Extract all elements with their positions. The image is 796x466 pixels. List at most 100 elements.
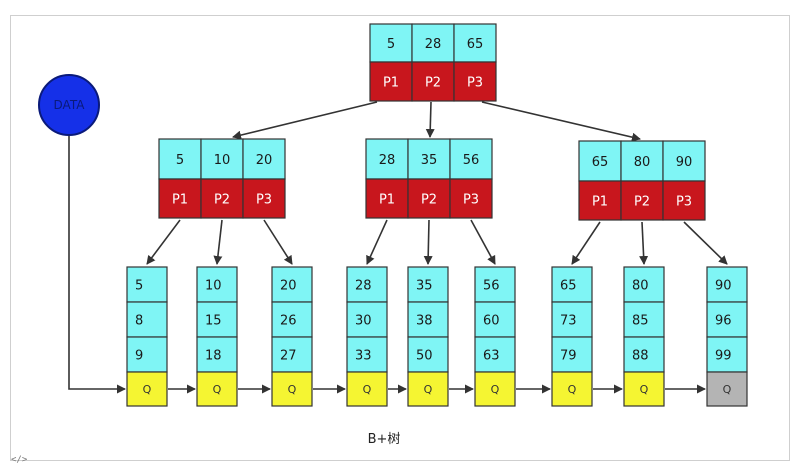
internal-node-3-key-label: 90 (676, 155, 693, 170)
internal-node-2-key-label: 56 (463, 153, 480, 168)
leaf-key-label: 65 (560, 279, 577, 294)
leaf-key-label: 38 (416, 314, 433, 329)
root-node-pointer-label: P3 (467, 76, 483, 91)
root-edge-3 (481, 101, 641, 142)
root-node-pointer-label: P2 (425, 76, 441, 91)
internal-leaf-edge (146, 219, 181, 265)
internal-node-1-key-label: 20 (256, 153, 273, 168)
leaf-key-label: 60 (483, 314, 500, 329)
data-label: DATA (54, 98, 86, 112)
root-edge-2 (425, 101, 435, 138)
internal-node-1-pointer-label: P2 (214, 193, 230, 208)
leaf-key-label: 50 (416, 349, 433, 364)
data-entry-edge (68, 136, 126, 394)
leaf-q-cell (196, 371, 238, 407)
leaf-key-cell (551, 336, 593, 373)
leaf-q-label: Q (424, 383, 433, 396)
internal-node-3-pointer-cell (578, 180, 622, 221)
internal-node-2-key-label: 28 (379, 153, 396, 168)
leaf-key-label: 85 (632, 314, 649, 329)
leaf-q-label: Q (568, 383, 577, 396)
leaf-key-cell (623, 266, 665, 303)
leaf-q-cell (271, 371, 313, 407)
leaf-key-label: 80 (632, 279, 649, 294)
root-node-key-cell (369, 23, 413, 63)
root-node-pointer-label: P1 (383, 76, 399, 91)
leaf-key-label: 30 (355, 314, 372, 329)
leaf-q-cell (346, 371, 388, 407)
root-node-key-label: 28 (425, 37, 442, 52)
internal-node-3-pointer-label: P1 (592, 195, 608, 210)
internal-node-2-pointer-label: P3 (463, 193, 479, 208)
leaf-key-label: 96 (715, 314, 732, 329)
internal-leaf-edge (470, 219, 496, 265)
leaf-key-label: 56 (483, 279, 500, 294)
internal-node-3-key-label: 80 (634, 155, 651, 170)
leaf-key-cell (126, 266, 168, 303)
internal-node-2-key-label: 35 (421, 153, 438, 168)
data-circle (38, 74, 100, 136)
internal-node-2-key-cell (407, 138, 451, 180)
leaf-key-cell (407, 301, 449, 338)
leaf-q-label: Q (288, 383, 297, 396)
leaf-key-label: 99 (715, 349, 732, 364)
leaf-key-label: 35 (416, 279, 433, 294)
internal-node-2-pointer-label: P2 (421, 193, 437, 208)
leaf-key-label: 73 (560, 314, 577, 329)
internal-node-2-pointer-cell (449, 178, 493, 219)
leaf-key-cell (346, 266, 388, 303)
internal-node-3-pointer-label: P3 (676, 195, 692, 210)
root-node-key-label: 5 (387, 37, 395, 52)
internal-node-1-pointer-label: P3 (256, 193, 272, 208)
leaf-key-label: 33 (355, 349, 372, 364)
leaf-key-cell (474, 266, 516, 303)
root-node-pointer-cell (411, 61, 455, 102)
leaf-q-cell (407, 371, 449, 407)
internal-node-2-pointer-label: P1 (379, 193, 395, 208)
leaf-key-cell (551, 266, 593, 303)
leaf-key-cell (346, 301, 388, 338)
leaf-key-label: 26 (280, 314, 297, 329)
leaf-q-label: Q (363, 383, 372, 396)
internal-node-1-pointer-label: P1 (172, 193, 188, 208)
internal-node-2-pointer-cell (407, 178, 451, 219)
leaf-key-label: 18 (205, 349, 222, 364)
leaf-key-label: 10 (205, 279, 222, 294)
leaf-key-cell (196, 266, 238, 303)
leaf-key-label: 27 (280, 349, 297, 364)
data-node: DATA (38, 74, 100, 136)
leaf-key-cell (623, 336, 665, 373)
leaf-key-cell (474, 301, 516, 338)
internal-node-1-key-label: 10 (214, 153, 231, 168)
internal-node-1-pointer-cell (242, 178, 286, 219)
internal-leaf-edge (571, 221, 601, 265)
code-toggle-icon[interactable]: </> (11, 455, 28, 465)
leaf-q-cell (623, 371, 665, 407)
root-node-key-label: 65 (467, 37, 484, 52)
internal-node-1-key-cell (158, 138, 202, 180)
internal-node-3-pointer-label: P2 (634, 195, 650, 210)
leaf-key-cell (196, 301, 238, 338)
root-edge-1 (232, 101, 378, 140)
leaf-key-label: 5 (135, 279, 143, 294)
internal-leaf-edge (213, 219, 223, 265)
leaf-key-cell (706, 336, 748, 373)
internal-leaf-edge (263, 219, 293, 265)
internal-leaf-edge (423, 219, 433, 265)
leaf-key-cell (126, 301, 168, 338)
internal-node-1-key-cell (242, 138, 286, 180)
leaf-key-label: 90 (715, 279, 732, 294)
internal-node-3-key-label: 65 (592, 155, 609, 170)
leaf-key-cell (126, 336, 168, 373)
leaf-q-cell (474, 371, 516, 407)
